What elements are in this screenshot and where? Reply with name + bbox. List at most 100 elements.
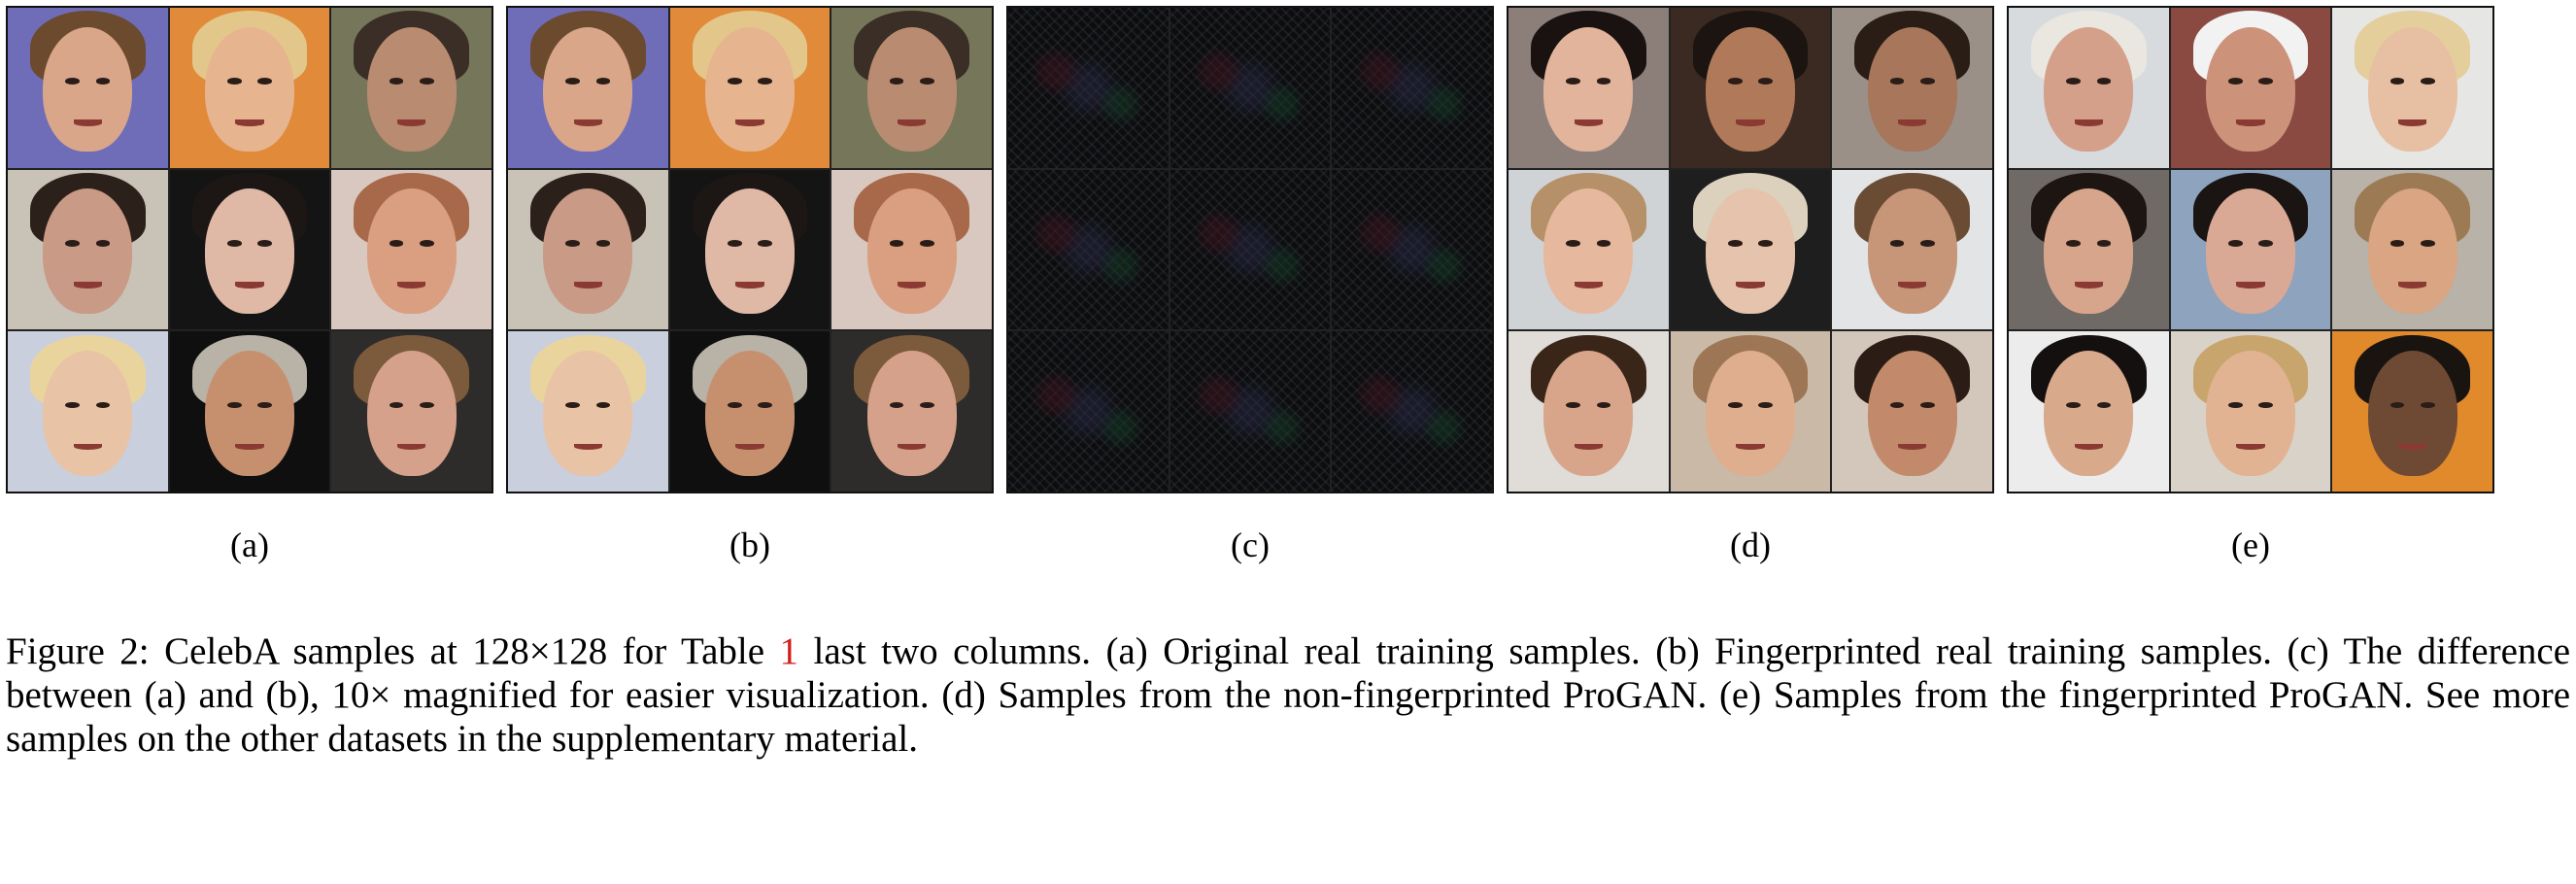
- eye-shape: [1566, 78, 1581, 85]
- face-shape: [204, 26, 295, 153]
- face-shape: [704, 351, 796, 476]
- eye-shape: [1919, 401, 1935, 409]
- face-shape: [1705, 351, 1796, 476]
- face-sample-tile: [2170, 8, 2331, 168]
- mouth-shape: [1736, 281, 1765, 289]
- eye-shape: [727, 401, 742, 409]
- face-sample-tile: [8, 169, 168, 330]
- face-shape: [2205, 188, 2296, 314]
- mouth-shape: [1736, 443, 1765, 451]
- eye-shape: [2227, 401, 2243, 409]
- mouth-shape: [897, 281, 927, 289]
- mouth-shape: [235, 443, 264, 451]
- eye-shape: [65, 401, 81, 409]
- face-sample-tile: [1508, 169, 1669, 330]
- eye-shape: [2258, 240, 2274, 247]
- panel-d-grid: [1507, 6, 1994, 493]
- face-shape: [543, 26, 633, 153]
- face-shape: [1543, 188, 1634, 314]
- mouth-shape: [235, 281, 264, 289]
- mouth-shape: [2074, 443, 2104, 451]
- mouth-shape: [396, 443, 426, 451]
- eye-shape: [595, 401, 611, 409]
- panel-a-grid: [6, 6, 493, 493]
- mouth-shape: [73, 281, 103, 289]
- difference-noise-tile: [1169, 331, 1331, 492]
- noise-pattern: [1008, 8, 1169, 168]
- eye-shape: [419, 78, 434, 85]
- eye-shape: [595, 240, 611, 247]
- eye-shape: [889, 240, 904, 247]
- eye-shape: [65, 78, 81, 85]
- difference-noise-tile: [1008, 169, 1169, 330]
- eye-shape: [95, 401, 111, 409]
- face-sample-tile: [831, 8, 992, 168]
- face-shape: [2367, 26, 2457, 153]
- face-sample-tile: [2332, 169, 2492, 330]
- eye-shape: [2390, 401, 2405, 409]
- face-shape: [2044, 26, 2134, 153]
- panel-b-grid: [506, 6, 994, 493]
- eye-shape: [2227, 240, 2243, 247]
- mouth-shape: [1736, 119, 1765, 126]
- mouth-shape: [1574, 281, 1604, 289]
- mouth-shape: [235, 119, 264, 126]
- face-shape: [366, 351, 457, 476]
- mouth-shape: [573, 281, 603, 289]
- subfigure-label-c: (c): [1231, 526, 1270, 564]
- eye-shape: [1889, 240, 1905, 247]
- face-sample-tile: [831, 169, 992, 330]
- panel-e-grid: [2007, 6, 2494, 493]
- eye-shape: [1919, 78, 1935, 85]
- mouth-shape: [1574, 119, 1604, 126]
- eye-shape: [1889, 78, 1905, 85]
- face-sample-tile: [2009, 331, 2169, 492]
- face-shape: [1543, 26, 1634, 153]
- noise-pattern: [1008, 331, 1169, 492]
- eye-shape: [389, 401, 404, 409]
- mouth-shape: [73, 443, 103, 451]
- eye-shape: [2066, 78, 2082, 85]
- eye-shape: [1566, 401, 1581, 409]
- face-shape: [543, 188, 633, 314]
- mouth-shape: [396, 119, 426, 126]
- eye-shape: [226, 240, 242, 247]
- face-shape: [1705, 26, 1796, 153]
- eye-shape: [1758, 78, 1774, 85]
- mouth-shape: [1574, 443, 1604, 451]
- eye-shape: [727, 240, 742, 247]
- face-sample-tile: [1832, 8, 1992, 168]
- mouth-shape: [897, 443, 927, 451]
- face-shape: [1867, 188, 1957, 314]
- mouth-shape: [897, 119, 927, 126]
- face-shape: [2044, 188, 2134, 314]
- eye-shape: [565, 401, 581, 409]
- face-sample-tile: [508, 169, 668, 330]
- eye-shape: [595, 78, 611, 85]
- eye-shape: [2096, 401, 2112, 409]
- face-sample-tile: [8, 331, 168, 492]
- eye-shape: [727, 78, 742, 85]
- face-sample-tile: [331, 331, 491, 492]
- face-sample-tile: [2332, 331, 2492, 492]
- face-shape: [1705, 188, 1796, 314]
- face-sample-tile: [2170, 169, 2331, 330]
- difference-noise-tile: [1008, 8, 1169, 168]
- face-sample-tile: [2170, 331, 2331, 492]
- face-shape: [43, 351, 133, 476]
- eye-shape: [889, 401, 904, 409]
- eye-shape: [1727, 240, 1743, 247]
- caption-suffix: last two columns. (a) Original real trai…: [6, 630, 2570, 760]
- mouth-shape: [1897, 119, 1927, 126]
- face-sample-tile: [508, 331, 668, 492]
- mouth-shape: [2236, 119, 2265, 126]
- face-shape: [1867, 26, 1957, 153]
- face-sample-tile: [1508, 8, 1669, 168]
- mouth-shape: [573, 443, 603, 451]
- eye-shape: [2096, 240, 2112, 247]
- table-reference-link[interactable]: 1: [779, 630, 799, 672]
- face-sample-tile: [831, 331, 992, 492]
- noise-pattern: [1332, 169, 1492, 330]
- face-shape: [2044, 351, 2134, 476]
- eye-shape: [1758, 401, 1774, 409]
